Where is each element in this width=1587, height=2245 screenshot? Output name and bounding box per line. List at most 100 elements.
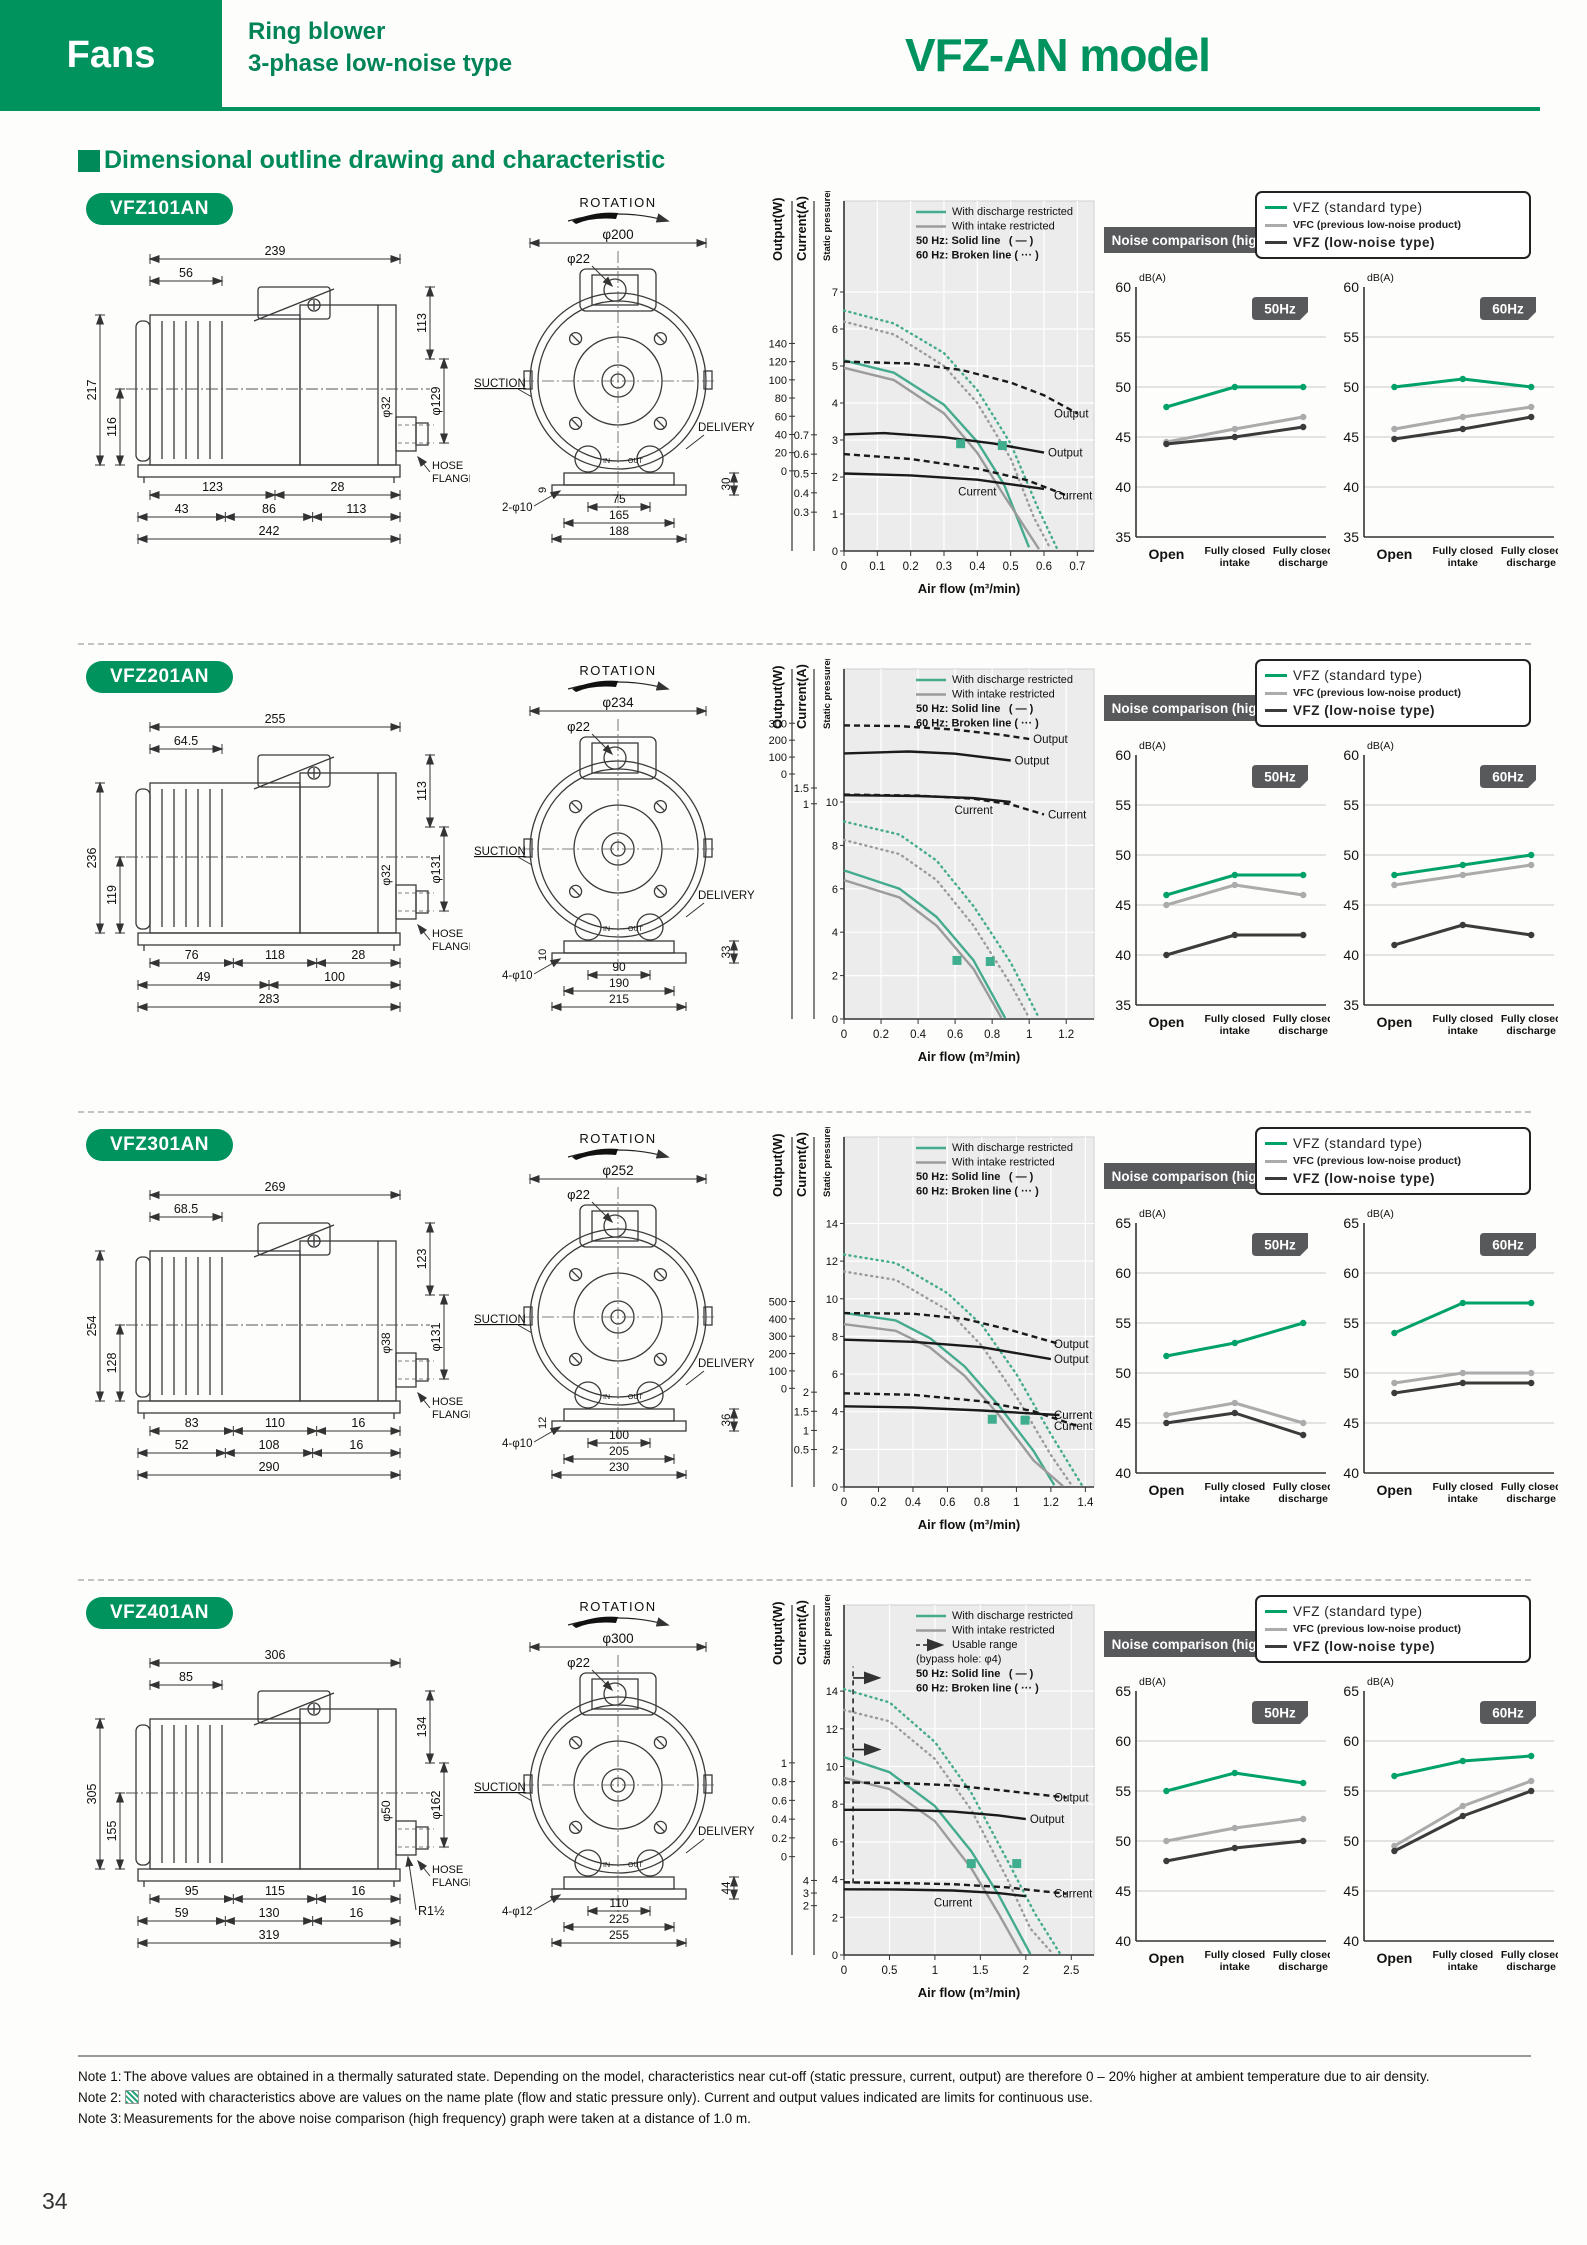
front-view-drawing: ROTATION φ300 φ22 SUCTION DELIVERY IN OU… [474, 1599, 755, 1948]
svg-text:Fully closed: Fully closed [1501, 1013, 1558, 1025]
svg-text:40: 40 [775, 429, 787, 441]
vfz-lownoise-swatch-icon [1265, 709, 1287, 713]
svg-text:φ300: φ300 [602, 1631, 633, 1646]
notes: Note 1: The above values are obtained in… [78, 2067, 1531, 2130]
svg-text:60Hz: 60Hz [1492, 302, 1524, 317]
svg-text:HOSE: HOSE [432, 928, 463, 940]
svg-text:Output(W): Output(W) [770, 1601, 785, 1665]
svg-text:3: 3 [803, 1888, 809, 1900]
side-view-drawing: 269 68.5 123 φ131 254 128 φ38 HOSE FLANG… [85, 1180, 476, 1480]
svg-text:217: 217 [85, 380, 99, 401]
svg-text:55: 55 [1343, 1315, 1359, 1331]
svg-text:IN: IN [603, 926, 610, 933]
svg-text:0.1: 0.1 [869, 561, 885, 573]
svg-text:Usable range: Usable range [952, 1639, 1017, 1651]
svg-text:3: 3 [832, 435, 838, 447]
svg-text:Fully closed: Fully closed [1204, 1481, 1265, 1493]
front-view-drawing: ROTATION φ252 φ22 SUCTION DELIVERY IN OU… [474, 1131, 755, 1480]
svg-text:68.5: 68.5 [174, 1202, 198, 1216]
svg-text:intake: intake [1448, 557, 1479, 569]
svg-text:130: 130 [259, 1906, 280, 1920]
svg-text:60 Hz: Broken line ( ··· ): 60 Hz: Broken line ( ··· ) [916, 1683, 1039, 1695]
svg-text:Air flow (m³/min): Air flow (m³/min) [918, 581, 1021, 596]
svg-text:56: 56 [179, 266, 193, 280]
svg-text:Fully closed: Fully closed [1432, 545, 1493, 557]
svg-text:With discharge restricted: With discharge restricted [952, 674, 1073, 686]
svg-text:Fully closed: Fully closed [1273, 545, 1330, 557]
noise-legend: VFZ (standard type) VFC (previous low-no… [1255, 191, 1531, 260]
svg-text:Fully closed: Fully closed [1432, 1949, 1493, 1961]
svg-text:dB(A): dB(A) [1139, 1208, 1166, 1220]
front-view-drawing: ROTATION φ234 φ22 SUCTION DELIVERY IN OU… [474, 663, 755, 1012]
svg-text:intake: intake [1448, 1961, 1479, 1973]
page-header: Fans Ring blower 3-phase low-noise type … [0, 0, 1587, 112]
svg-text:φ50: φ50 [379, 1800, 393, 1821]
svg-text:45: 45 [1343, 1883, 1359, 1899]
svg-text:55: 55 [1115, 1315, 1131, 1331]
svg-text:95: 95 [185, 1884, 199, 1898]
svg-text:φ162: φ162 [429, 1790, 443, 1819]
svg-text:1: 1 [803, 1425, 809, 1437]
svg-text:60: 60 [775, 411, 787, 423]
svg-text:0.6: 0.6 [794, 449, 809, 461]
svg-text:269: 269 [265, 1180, 286, 1194]
section-title-text: Dimensional outline drawing and characte… [104, 146, 666, 174]
svg-text:6: 6 [832, 884, 838, 896]
header-rule [0, 107, 1540, 111]
svg-text:ROTATION: ROTATION [579, 1599, 656, 1614]
model-section-VFZ401AN: VFZ401AN 306 85 134 φ162 305 155 φ50 HOS… [78, 1573, 1558, 2041]
svg-text:2: 2 [832, 1444, 838, 1456]
svg-text:φ22: φ22 [567, 251, 590, 266]
svg-text:50: 50 [1343, 1365, 1359, 1381]
svg-text:215: 215 [609, 992, 629, 1006]
vfz-lownoise-swatch-icon [1265, 1177, 1287, 1181]
svg-text:65: 65 [1343, 1683, 1359, 1699]
note-3: Note 3: Measurements for the above noise… [78, 2109, 1531, 2130]
model-badge: VFZ101AN [86, 193, 234, 225]
svg-text:50: 50 [1343, 847, 1359, 863]
svg-text:75: 75 [612, 492, 626, 506]
svg-text:0.6: 0.6 [1036, 561, 1052, 573]
svg-text:discharge: discharge [1506, 557, 1556, 569]
svg-text:60: 60 [1343, 279, 1359, 295]
hz-badge: 60Hz [1480, 1701, 1536, 1724]
svg-text:Current(A): Current(A) [794, 196, 809, 261]
svg-text:0.6: 0.6 [947, 1029, 963, 1041]
svg-text:1.2: 1.2 [1043, 1497, 1059, 1509]
svg-text:4: 4 [803, 1875, 809, 1887]
svg-text:2: 2 [803, 1387, 809, 1399]
svg-text:60 Hz: Broken line ( ··· ): 60 Hz: Broken line ( ··· ) [916, 1186, 1039, 1198]
svg-text:Current(A): Current(A) [794, 1132, 809, 1197]
svg-text:28: 28 [331, 480, 345, 494]
svg-text:0.7: 0.7 [1069, 561, 1085, 573]
vfz-lownoise-swatch-icon [1265, 1645, 1287, 1649]
svg-text:SUCTION: SUCTION [474, 378, 526, 390]
svg-text:86: 86 [262, 502, 276, 516]
noise-comparison-column: Noise comparison (high frequency) VFZ (s… [1104, 1595, 1558, 2027]
svg-text:90: 90 [612, 960, 626, 974]
svg-text:FLANGE: FLANGE [432, 1877, 470, 1889]
svg-text:2: 2 [832, 1912, 838, 1924]
category-label: Fans [66, 33, 156, 76]
svg-text:7: 7 [832, 287, 838, 299]
svg-text:1.2: 1.2 [1058, 1029, 1074, 1041]
note-2-label: Note 2: [78, 2089, 122, 2105]
svg-text:60 Hz: Broken line ( ··· ): 60 Hz: Broken line ( ··· ) [916, 718, 1039, 730]
svg-text:36: 36 [721, 1414, 733, 1427]
hz-badge: 60Hz [1480, 1233, 1536, 1256]
svg-text:242: 242 [259, 524, 280, 538]
noise-legend: VFZ (standard type) VFC (previous low-no… [1255, 1595, 1531, 1664]
svg-text:500: 500 [769, 1297, 787, 1309]
svg-text:With intake restricted: With intake restricted [952, 221, 1055, 233]
svg-text:45: 45 [1343, 429, 1359, 445]
noise-comparison-column: Noise comparison (high frequency) VFZ (s… [1104, 191, 1558, 623]
performance-chart: 1401201008060402000.70.60.50.40.37654321… [769, 169, 1095, 596]
svg-text:10: 10 [537, 949, 549, 961]
svg-text:45: 45 [1115, 429, 1131, 445]
legend-item-vfc-previous: VFC (previous low-noise product) [1265, 1622, 1521, 1637]
